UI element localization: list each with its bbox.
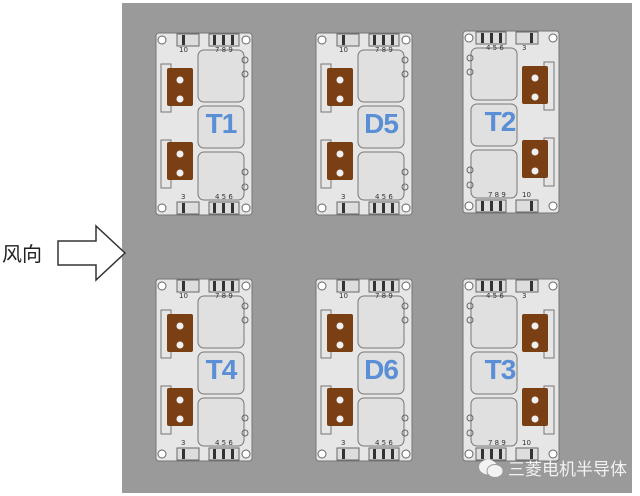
igbt-module-t3: T3 4 5 6 3 7 8 9 10: [462, 278, 560, 462]
wind-arrow-icon: [57, 224, 127, 282]
pin-label: 10: [179, 46, 188, 54]
pin-label: 4 5 6: [215, 193, 233, 201]
watermark-text: 三菱电机半导体: [508, 460, 627, 480]
pin-label: 7 8 9: [375, 46, 393, 54]
igbt-module-d5: D5 10 7 8 9 3 4 5 6: [315, 32, 413, 216]
module-drawing: [462, 30, 560, 214]
copper-terminal: [327, 314, 353, 352]
igbt-module-d6: D6 10 7 8 9 3 4 5 6: [315, 278, 413, 462]
copper-terminal: [167, 314, 193, 352]
pin-label: 10: [522, 439, 531, 447]
pin-label: 7 8 9: [488, 191, 506, 199]
module-drawing: [315, 32, 413, 216]
module-label: D5: [364, 108, 399, 139]
pin-label: 4 5 6: [375, 193, 393, 201]
pin-label: 7 8 9: [488, 439, 506, 447]
module-label: T4: [205, 354, 238, 385]
wechat-icon: [479, 459, 504, 478]
copper-terminal: [522, 140, 548, 178]
module-drawing: [462, 278, 560, 462]
igbt-module-t1: T1 10 7 8 9 3 4 5 6: [155, 32, 253, 216]
copper-terminal: [522, 388, 548, 426]
pin-label: 10: [339, 46, 348, 54]
pin-label: 3: [522, 44, 527, 52]
wind-direction-label: 风向: [2, 242, 42, 266]
pin-label: 10: [522, 191, 531, 199]
pin-label: 4 5 6: [375, 439, 393, 447]
copper-terminal: [522, 66, 548, 104]
module-label: D6: [364, 354, 399, 385]
igbt-module-t4: T4 10 7 8 9 3 4 5 6: [155, 278, 253, 462]
copper-terminal: [167, 142, 193, 180]
module-drawing: [155, 32, 253, 216]
copper-terminal: [327, 68, 353, 106]
pin-label: 10: [179, 292, 188, 300]
pin-label: 3: [522, 292, 527, 300]
pin-label: 4 5 6: [215, 439, 233, 447]
watermark: 三菱电机半导体: [478, 455, 627, 480]
pin-label: 4 5 6: [486, 44, 504, 52]
copper-terminal: [327, 142, 353, 180]
copper-terminal: [522, 314, 548, 352]
igbt-module-t2: T2 4 5 6 3 7 8 9 10: [462, 30, 560, 214]
pin-label: 3: [341, 193, 346, 201]
module-label: T2: [484, 106, 517, 137]
pin-label: 4 5 6: [486, 292, 504, 300]
pin-label: 3: [181, 193, 186, 201]
pin-label: 7 8 9: [375, 292, 393, 300]
pin-label: 3: [181, 439, 186, 447]
module-label: T1: [205, 108, 238, 139]
module-label: T3: [484, 354, 517, 385]
copper-terminal: [167, 388, 193, 426]
pin-label: 10: [339, 292, 348, 300]
copper-terminal: [327, 388, 353, 426]
pin-label: 7 8 9: [215, 292, 233, 300]
pin-label: 7 8 9: [215, 46, 233, 54]
module-drawing: [315, 278, 413, 462]
module-drawing: [155, 278, 253, 462]
copper-terminal: [167, 68, 193, 106]
pin-label: 3: [341, 439, 346, 447]
